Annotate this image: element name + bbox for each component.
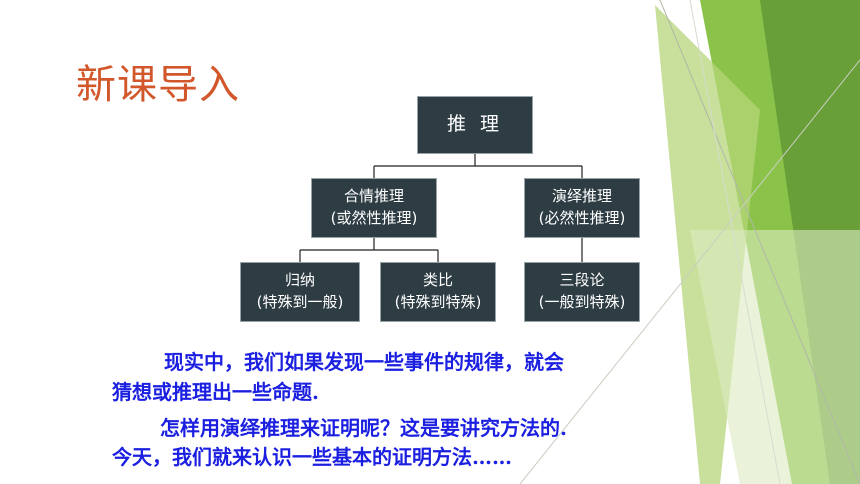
tree-root-label: 推 理: [446, 113, 504, 136]
tree-node-deductive-reasoning: 演绎推理 (必然性推理): [524, 178, 640, 238]
deco-line-2: [519, 59, 860, 484]
deco-line-3: [689, 0, 781, 484]
node-label: 演绎推理: [551, 187, 612, 206]
node-label: 三段论: [559, 271, 605, 290]
paragraph-line-1: 现实中，我们如果发现一些事件的规律，就会: [164, 350, 564, 374]
green-shape-pale: [690, 230, 860, 484]
tree-node-analogy: 类比 (特殊到特殊): [380, 262, 496, 322]
node-sublabel: (或然性推理): [330, 209, 418, 227]
node-label: 合情推理: [343, 187, 404, 206]
paragraph-line-3: 怎样用演绎推理来证明呢？这是要讲究方法的.: [160, 416, 567, 440]
node-sublabel: (特殊到特殊): [394, 293, 482, 311]
paragraph-line-2: 猜想或推理出一些命题.: [112, 380, 319, 404]
tree-node-plausible-reasoning: 合情推理 (或然性推理): [311, 178, 437, 238]
node-label: 归纳: [284, 271, 315, 290]
paragraph-line-4: 今天，我们就来认识一些基本的证明方法……: [112, 445, 512, 469]
node-sublabel: (一般到特殊): [538, 293, 626, 311]
tree-node-induction: 归纳 (特殊到一般): [240, 262, 360, 322]
node-sublabel: (必然性推理): [538, 209, 626, 227]
node-label: 类比: [422, 271, 453, 290]
tree-node-syllogism: 三段论 (一般到特殊): [524, 262, 640, 322]
node-sublabel: (特殊到一般): [256, 293, 344, 311]
tree-root-node: 推 理: [417, 96, 533, 154]
deco-line-1: [659, 0, 860, 484]
slide-title: 新课导入: [76, 62, 240, 108]
